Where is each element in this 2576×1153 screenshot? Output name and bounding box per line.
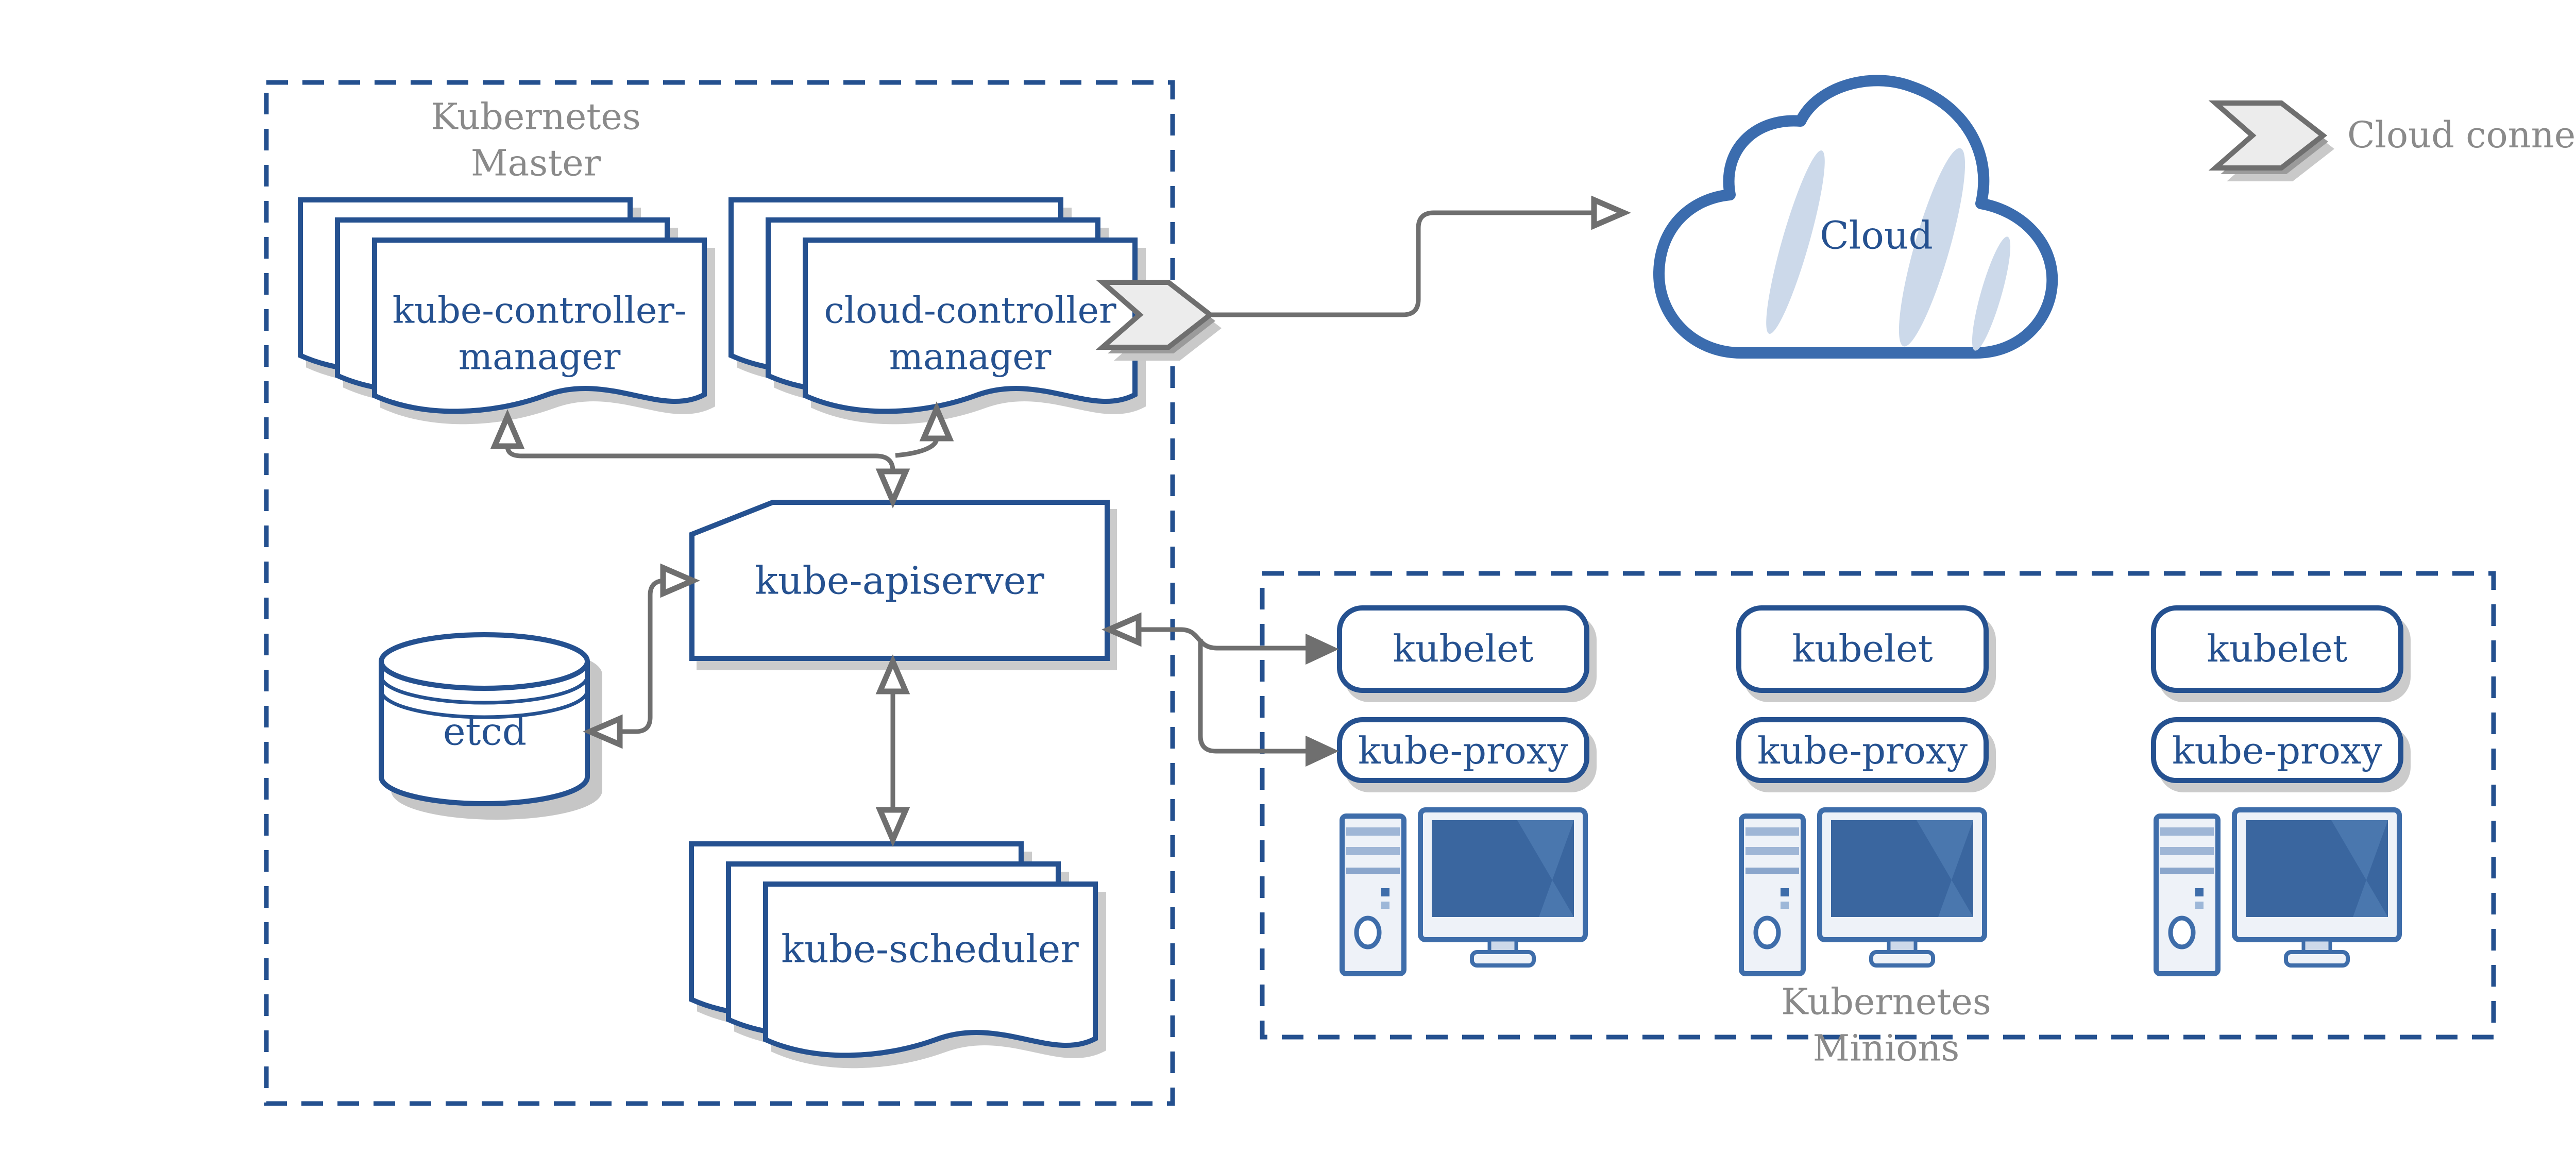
workstation-icon-2 xyxy=(1741,810,1985,974)
kubelet-box-2 xyxy=(1736,605,1989,693)
cloud-controller-manager-line2: manager xyxy=(889,335,1052,378)
arrow-apiserver-to-controllers xyxy=(505,446,895,471)
kubelet-box-3 xyxy=(2151,605,2403,693)
kubelet-box-1 xyxy=(1337,605,1589,693)
cloud-controller-manager-label: cloud-controller manager xyxy=(824,287,1116,380)
etcd-label: etcd xyxy=(443,709,527,754)
kube-apiserver-shape xyxy=(689,500,1110,661)
arrow-apiserver-to-kube-proxy xyxy=(1198,639,1307,754)
cloud-icon xyxy=(1653,75,2058,359)
arrowhead-down-apiserver xyxy=(875,468,910,508)
kube-proxy-box-2 xyxy=(1736,717,1989,783)
kube-controller-manager-line1: kube-controller- xyxy=(392,289,687,332)
arrowhead-up-cloud-controller xyxy=(919,401,954,442)
arrowhead-right-kubelet xyxy=(1306,633,1339,665)
kubelet-label-3: kubelet xyxy=(2207,626,2348,670)
kubelet-label-1: kubelet xyxy=(1393,626,1534,670)
kube-proxy-box-1 xyxy=(1337,717,1589,783)
master-title-line1: Kubernetes xyxy=(431,95,641,138)
legend-chevron-icon xyxy=(2215,103,2334,181)
kube-apiserver-label: kube-apiserver xyxy=(755,558,1044,603)
etcd-cylinder-icon xyxy=(379,632,590,806)
kubernetes-minions-boundary xyxy=(1260,571,2496,1040)
kube-controller-manager-line2: manager xyxy=(458,335,621,378)
arrowhead-up-kube-controller xyxy=(490,409,525,449)
kube-proxy-label-3: kube-proxy xyxy=(2172,728,2383,772)
minions-region-title: Kubernetes Minions xyxy=(1781,979,1991,1071)
kube-controller-manager-label: kube-controller- manager xyxy=(393,287,687,380)
arrowhead-left-apiserver-right xyxy=(1101,612,1142,647)
cloud-shine-slashes xyxy=(1766,148,2011,351)
arrowhead-right-cloud xyxy=(1591,195,1631,230)
minions-title-line1: Kubernetes xyxy=(1781,980,1991,1023)
kube-proxy-box-3 xyxy=(2151,717,2403,783)
kube-proxy-label-2: kube-proxy xyxy=(1757,728,1968,772)
arrowhead-left-etcd xyxy=(583,714,623,749)
kubelet-label-2: kubelet xyxy=(1792,626,1933,670)
cloud-controller-manager-line1: cloud-controller xyxy=(824,289,1116,332)
cloud-label: Cloud xyxy=(1820,213,1933,258)
arrowhead-down-scheduler xyxy=(875,807,910,847)
arrow-apiserver-etcd xyxy=(619,578,666,734)
arrowhead-up-apiserver-bottom xyxy=(875,654,910,694)
kubernetes-master-boundary xyxy=(264,80,1175,1106)
arrow-cloud-connector-to-cloud xyxy=(1210,210,1594,317)
kube-proxy-label-1: kube-proxy xyxy=(1358,728,1569,772)
minions-title-line2: Minions xyxy=(1812,1027,1960,1069)
arrow-apiserver-to-kubelet xyxy=(1138,627,1307,651)
workstation-icon-3 xyxy=(2156,810,2399,974)
legend-label: Cloud connector xyxy=(2347,114,2576,157)
kube-scheduler-label: kube-scheduler xyxy=(781,927,1079,972)
master-title-line2: Master xyxy=(470,142,601,184)
arrowhead-right-apiserver xyxy=(660,563,700,598)
arrowhead-right-kube-proxy xyxy=(1306,735,1339,767)
master-region-title: Kubernetes Master xyxy=(431,94,641,186)
node-boxes xyxy=(1337,605,2403,783)
workstation-icon-1 xyxy=(1342,810,1585,974)
